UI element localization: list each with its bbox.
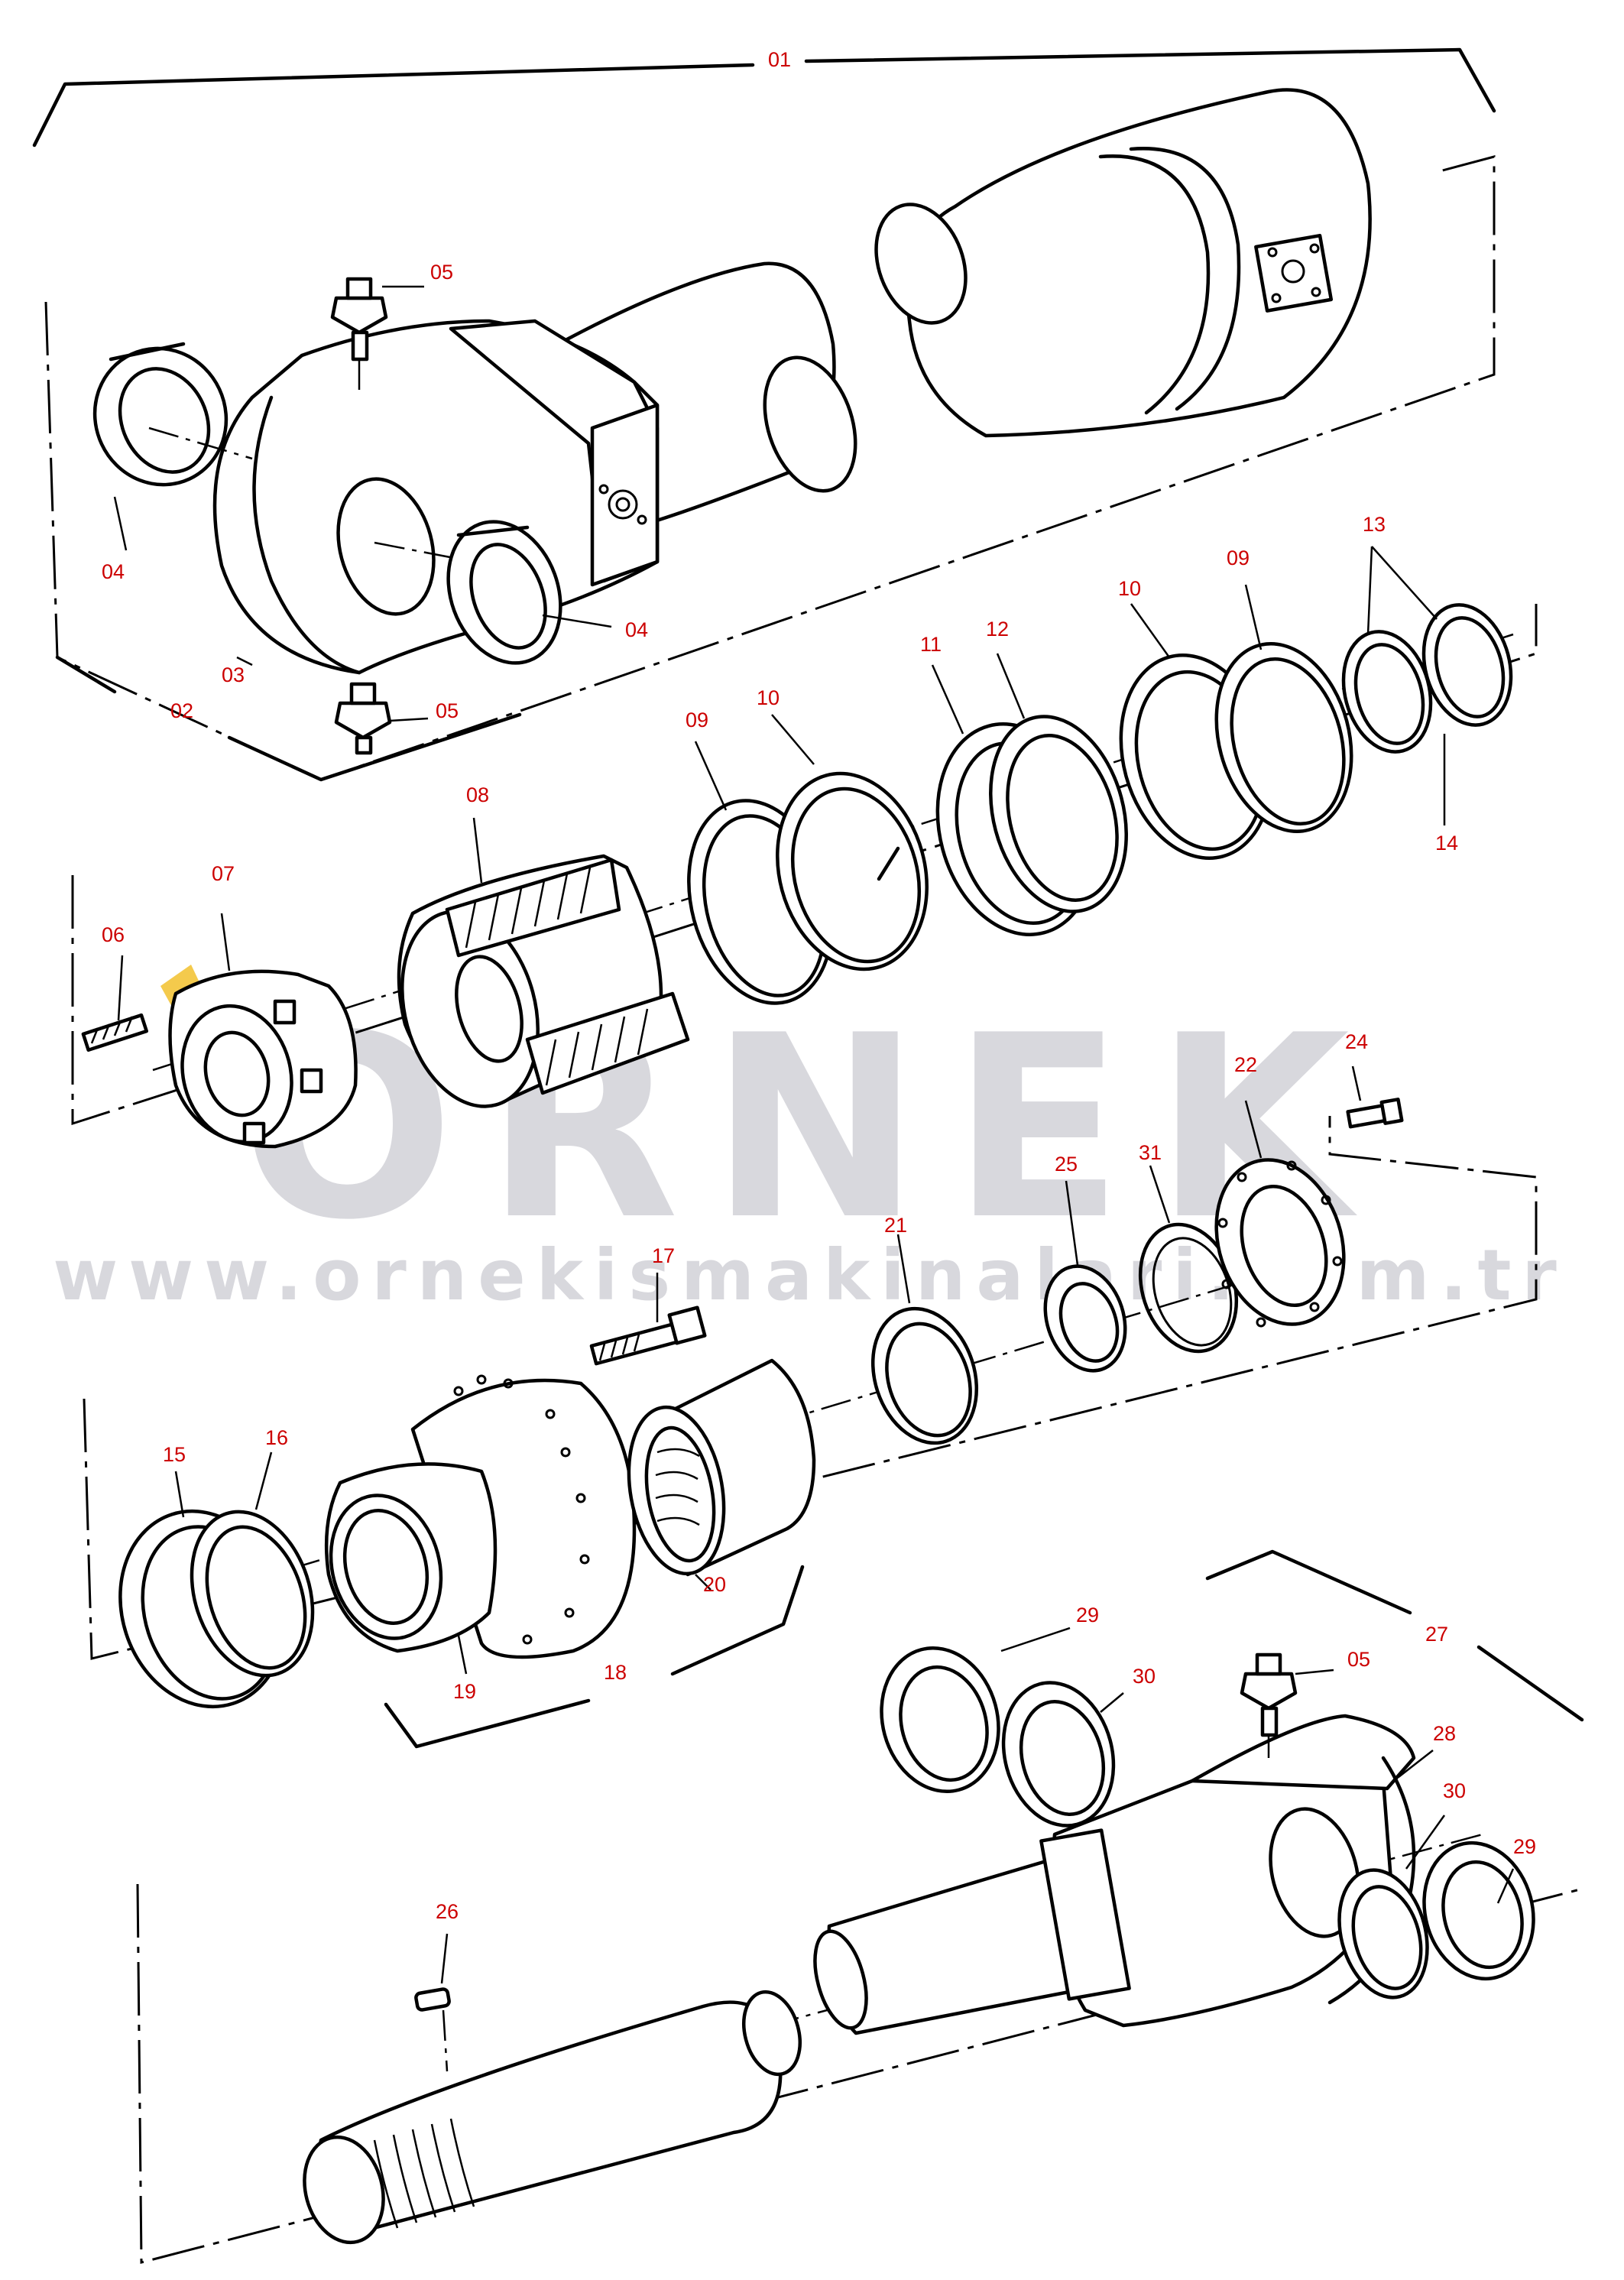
callout-12: 12: [986, 618, 1009, 641]
screw-24: [1346, 1098, 1404, 1129]
callout-19: 19: [453, 1680, 476, 1703]
piston-rod: [303, 1847, 1141, 2245]
key-26: [414, 1987, 451, 2072]
bolt-17: [589, 1305, 707, 1366]
piston-08: [397, 854, 690, 1108]
section-rod: [136, 1549, 1587, 2264]
callout-15: 15: [163, 1443, 186, 1466]
grease-nipple-05-rod: [1240, 1652, 1298, 1758]
ring-09-right: [1214, 642, 1353, 833]
callout-14: 14: [1435, 832, 1458, 855]
callout-27: 27: [1425, 1623, 1448, 1646]
callout-30a: 30: [1133, 1665, 1156, 1688]
callout-22: 22: [1234, 1053, 1257, 1076]
grease-nipple-05-top: [330, 277, 388, 390]
callout-16: 16: [265, 1426, 288, 1449]
bracket-18: [384, 1698, 591, 1749]
bracket-02-b: [227, 712, 522, 782]
bracket-02: [55, 655, 117, 694]
bushing-29-right: [1422, 1841, 1535, 1981]
callout-09b: 09: [1227, 546, 1250, 569]
callout-04b: 04: [625, 618, 648, 641]
seal-25: [1043, 1264, 1127, 1373]
ring-21: [870, 1306, 979, 1445]
callout-07: 07: [212, 862, 235, 885]
callout-05b: 05: [436, 699, 459, 722]
callout-20: 20: [703, 1573, 726, 1596]
barrel-tube: [874, 88, 1372, 438]
piston-nut-07: [168, 969, 358, 1149]
callout-28: 28: [1433, 1722, 1456, 1745]
gland-19: [324, 1374, 637, 1659]
bracket-27: [1205, 1549, 1412, 1615]
callout-29b: 29: [1513, 1835, 1536, 1858]
frame-gland: [83, 1116, 1538, 1660]
section-piston: [71, 546, 1538, 1149]
section-barrel: [32, 47, 1496, 782]
callout-21: 21: [884, 1214, 907, 1237]
rod-eye-28: [1039, 1714, 1416, 2028]
bracket-01-right: [804, 47, 1496, 113]
callout-03: 03: [222, 663, 245, 686]
callout-29a: 29: [1076, 1604, 1099, 1626]
ring-16: [190, 1510, 315, 1678]
callout-18: 18: [604, 1661, 627, 1684]
callout-30b: 30: [1443, 1779, 1466, 1802]
callout-31: 31: [1139, 1141, 1162, 1164]
set-screw-06: [81, 1013, 149, 1052]
flange-22: [1214, 1158, 1346, 1328]
frame-barrel: [44, 155, 1496, 781]
ring-13: [1341, 630, 1433, 754]
callout-25: 25: [1055, 1153, 1078, 1176]
cylinder-head-03: [212, 319, 660, 675]
callout-04a: 04: [102, 560, 125, 583]
callout-05c: 05: [1347, 1648, 1370, 1671]
callout-10b: 10: [1118, 577, 1141, 600]
seal-30-top: [1001, 1681, 1116, 1828]
callout-05a: 05: [430, 261, 453, 284]
ring-10-left: [776, 771, 929, 971]
callout-13: 13: [1363, 513, 1386, 536]
callout-02: 02: [170, 699, 193, 722]
bushing-20: [627, 1358, 816, 1577]
callout-08: 08: [466, 783, 489, 806]
callout-09a: 09: [686, 709, 708, 731]
bushing-29-top: [880, 1646, 1000, 1794]
callout-11: 11: [920, 633, 942, 656]
callout-17: 17: [652, 1244, 675, 1267]
callout-01: 01: [768, 48, 791, 71]
callout-10a: 10: [757, 686, 780, 709]
seal-30-right: [1337, 1868, 1429, 1999]
callout-26: 26: [436, 1900, 459, 1923]
piston-seal-12: [989, 715, 1128, 913]
bushing-04-right: [446, 520, 562, 665]
section-gland: [83, 1065, 1538, 1749]
callout-labels: 01 05 04 04 03 05 02 06 07 08 09 10 11 1…: [102, 48, 1536, 1923]
bracket-27-right: [1477, 1645, 1584, 1722]
grease-nipple-05-bottom: [334, 682, 392, 755]
bushing-04-left: [92, 342, 253, 487]
bracket-18-right: [670, 1565, 805, 1676]
callout-24: 24: [1345, 1030, 1368, 1053]
ring-14: [1421, 603, 1513, 727]
bracket-01: [32, 63, 755, 148]
callout-06: 06: [102, 923, 125, 946]
